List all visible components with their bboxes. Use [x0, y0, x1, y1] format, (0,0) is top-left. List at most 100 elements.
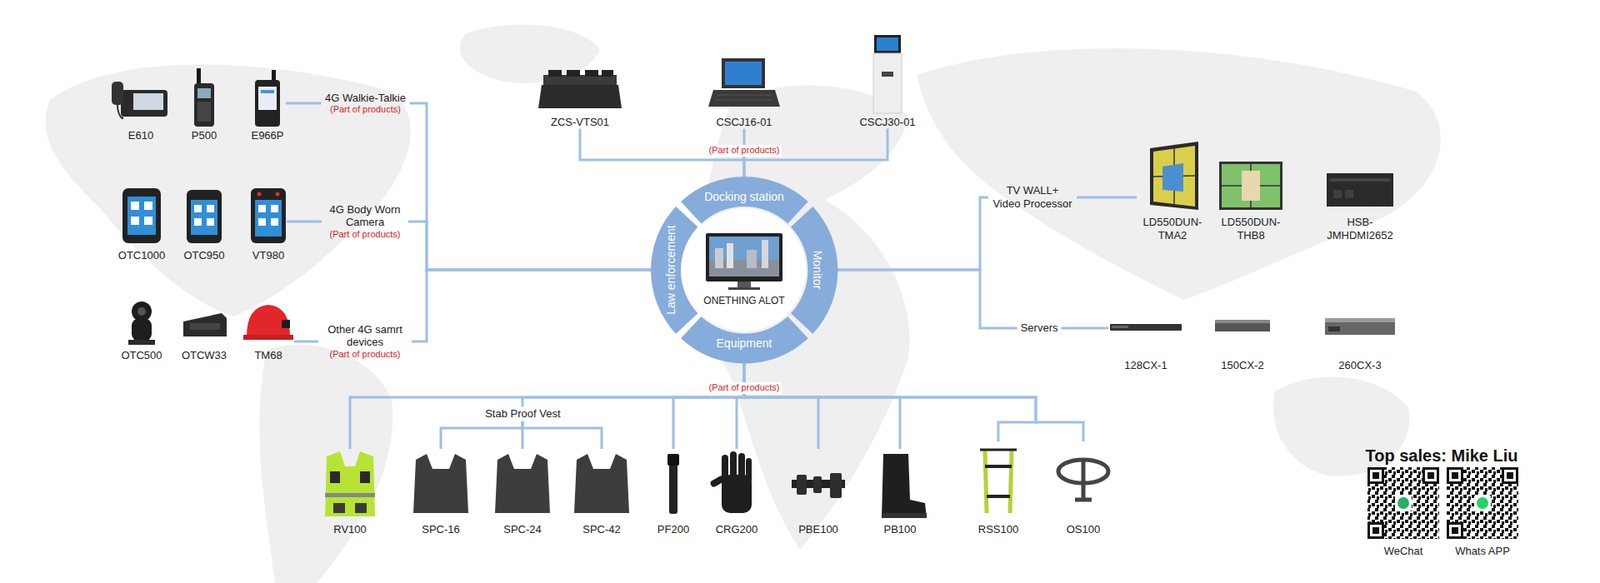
camera-otc1000 — [130, 216, 140, 225]
whatsapp-qr-code — [1446, 522, 1464, 540]
group-label: 4G Walkie-Talkie(Part of products) — [320, 90, 410, 117]
boot-pb100 — [881, 513, 927, 519]
glove-crg200 — [745, 458, 752, 484]
wechat-qr-code — [1367, 467, 1440, 540]
dock-zcs-vts01 — [548, 70, 562, 77]
group-note: (Part of products) — [321, 349, 409, 360]
product-caption: OS100 — [1055, 523, 1111, 537]
product-item: E966P — [249, 73, 286, 143]
ring-segment-shape — [790, 206, 838, 335]
stab-vest-spc-24 — [495, 454, 550, 514]
video-processor — [1326, 173, 1394, 207]
camera-vt980 — [270, 205, 279, 213]
harness-rss100 — [985, 466, 1012, 497]
product-caption: CRG200 — [714, 523, 760, 537]
laptop-cscj16-01 — [708, 58, 780, 107]
group-note: (Part of products) — [324, 104, 406, 115]
wechat-qr-code — [1427, 472, 1435, 480]
dock-zcs-vts01 — [566, 70, 580, 77]
camera-otc950 — [206, 205, 215, 213]
radio-p500 — [194, 68, 215, 127]
whatsapp-qr-code — [1451, 527, 1459, 535]
kiosk-cscj30-01 — [873, 35, 902, 114]
glove-crg200 — [709, 475, 726, 489]
duty-belt-pbe100 — [813, 476, 822, 494]
connector — [440, 421, 523, 450]
server-260cx-3 — [1325, 318, 1395, 335]
laptop-cscj16-01 — [725, 61, 762, 85]
connector — [294, 340, 319, 344]
qr-caption: WeChat — [1384, 545, 1424, 559]
group-title: TV WALL+ Video Processor — [991, 184, 1074, 210]
product-caption: 150CX-2 — [1213, 359, 1272, 373]
connector — [744, 363, 1084, 442]
product-item: PF200 — [655, 449, 692, 537]
product-caption: OTC1000 — [116, 249, 168, 263]
kiosk-cscj30-01 — [873, 53, 902, 114]
video-wall-tma2 — [1153, 145, 1195, 207]
group-title: Servers — [1020, 321, 1059, 335]
whatsapp-qr-code — [1446, 467, 1519, 540]
connector — [673, 363, 745, 450]
segment-label: Monitor — [810, 250, 825, 290]
connector — [411, 270, 651, 342]
server-260cx-3 — [1325, 318, 1395, 323]
flashlight-pf200 — [667, 454, 680, 515]
camera-otc1000 — [144, 201, 153, 210]
server-150cx-2 — [1215, 320, 1270, 332]
dome-camera-otc500 — [128, 340, 155, 345]
product-image-area — [1055, 441, 1111, 521]
radio-p500 — [197, 101, 211, 122]
video-wall-tma2 — [1153, 148, 1195, 205]
monitor-icon — [709, 236, 780, 277]
camera-vt980 — [270, 218, 279, 226]
head-strap-os100 — [1058, 460, 1109, 500]
camera-otc950 — [194, 218, 202, 226]
connector — [410, 103, 652, 270]
product-caption: 260CX-3 — [1323, 359, 1397, 373]
connector — [744, 363, 819, 450]
product-item: VT980 — [250, 185, 287, 263]
dock-zcs-vts01 — [538, 85, 622, 109]
server-150cx-2 — [1215, 320, 1270, 324]
monitor-icon — [705, 233, 783, 290]
dome-camera-otc500 — [128, 301, 155, 345]
product-caption: OTC950 — [181, 249, 227, 263]
duty-belt-pbe100 — [791, 473, 845, 499]
kiosk-cscj30-01 — [874, 35, 901, 54]
camera-vt980 — [255, 200, 282, 237]
product-item: CSCJ16-01 — [708, 55, 780, 130]
kiosk-cscj30-01 — [876, 37, 899, 51]
radio-p500 — [194, 83, 215, 127]
radio-e966p — [255, 80, 280, 127]
helmet-tm68 — [243, 305, 294, 340]
dome-camera-otc500 — [137, 307, 146, 316]
video-wall-thb8 — [1219, 161, 1283, 210]
product-image-area — [323, 449, 377, 521]
group-title: 4G Walkie-Talkie — [324, 91, 406, 105]
product-item: PB100 — [875, 449, 925, 537]
radio-e966p — [260, 90, 275, 94]
wechat-qr-code — [1370, 525, 1382, 537]
whatsapp-qr-code — [1446, 467, 1519, 540]
server-260cx-3 — [1328, 326, 1340, 332]
product-item: OTCW33 — [180, 300, 230, 363]
product-item: OS100 — [1055, 441, 1111, 537]
video-processor — [1330, 178, 1390, 182]
world-map — [916, 48, 1441, 300]
connector — [837, 197, 989, 270]
radio-e966p — [255, 70, 280, 127]
product-caption: 128CX-1 — [1108, 359, 1184, 373]
product-caption: SPC-24 — [494, 523, 551, 537]
monitor-icon — [715, 248, 724, 269]
dome-camera-otc500 — [131, 318, 152, 342]
ring-segment: Monitor — [790, 206, 838, 335]
wechat-qr-code — [1397, 497, 1410, 510]
world-map — [460, 25, 600, 84]
product-item: RV100 — [323, 449, 377, 537]
radio-e610 — [117, 105, 123, 119]
ring-segment-shape — [680, 316, 809, 364]
hi-vis-vest-rv100 — [330, 471, 340, 484]
harness-rss100 — [980, 450, 1017, 514]
